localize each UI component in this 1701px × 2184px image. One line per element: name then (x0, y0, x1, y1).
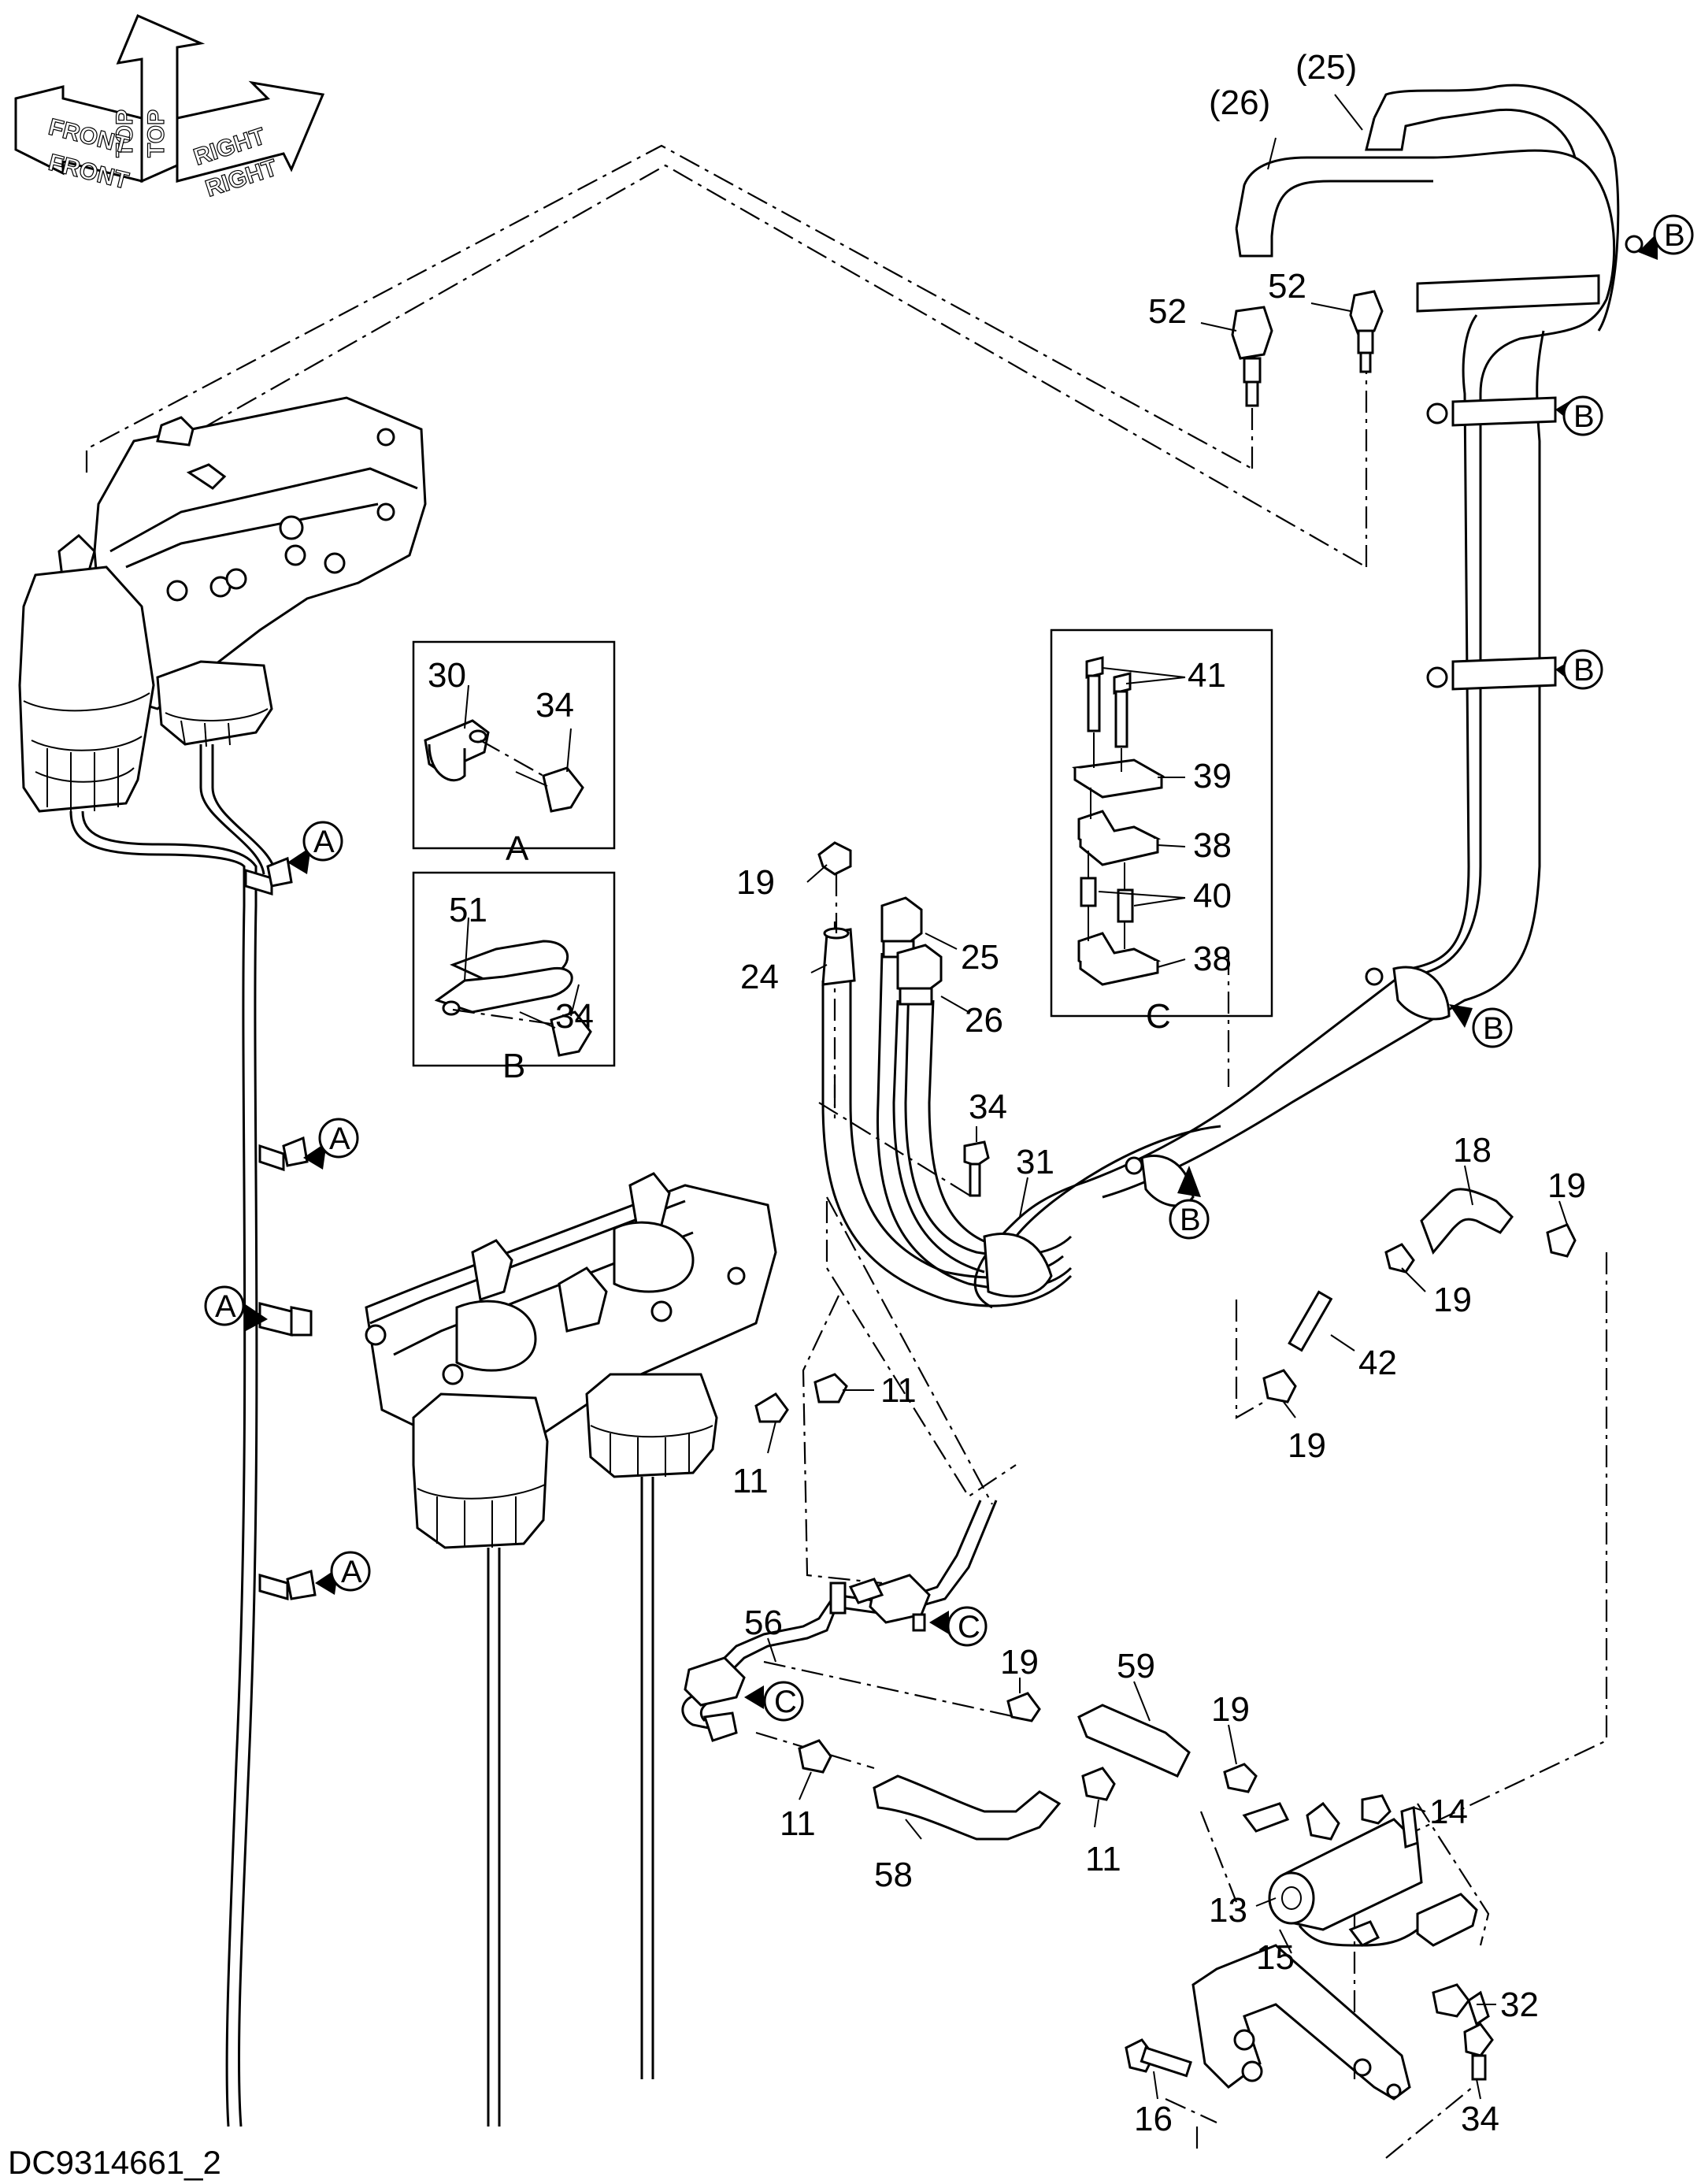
label-24: 24 (740, 958, 779, 996)
label-15: 15 (1256, 1938, 1295, 1977)
label-41: 41 (1188, 656, 1226, 695)
detail-view-c (1050, 629, 1273, 1018)
fuel-filter-bowl-right (156, 660, 273, 747)
callout-a-1-label: A (313, 825, 335, 859)
label-30: 30 (428, 656, 466, 695)
label-19-a: 19 (736, 863, 775, 902)
label-25-ref: (25) (1295, 48, 1357, 87)
label-19-d: 19 (1288, 1426, 1326, 1465)
label-11-a: 11 (880, 1371, 917, 1410)
label-view-b: B (502, 1047, 525, 1085)
label-56: 56 (744, 1604, 783, 1642)
orientation-indicator: TOP TOP FRONT FRONT RIGHT RIGHT (14, 14, 325, 202)
label-31: 31 (1016, 1143, 1054, 1181)
drawing-code: DC9314661_2 (8, 2144, 221, 2181)
label-38-b: 38 (1193, 940, 1232, 978)
callouts: A A A A B B B B B C C (204, 214, 1694, 1722)
label-19-e: 19 (1000, 1643, 1039, 1682)
label-18: 18 (1453, 1131, 1492, 1170)
label-view-a: A (506, 829, 529, 868)
fuel-filter-bowl-lower-left (412, 1392, 549, 1549)
label-11-b: 11 (732, 1462, 769, 1500)
top-label-2: TOP (143, 109, 169, 158)
label-19-b: 19 (1547, 1166, 1586, 1205)
callout-a-3-label: A (215, 1289, 236, 1324)
part-labels: (25) (26) 52 52 30 34 A 51 34 B 41 39 38… (428, 48, 1586, 2138)
callout-b-3 (1562, 649, 1603, 690)
label-11-d: 11 (1085, 1840, 1121, 1878)
label-52-b: 52 (1268, 267, 1306, 306)
label-38-a: 38 (1193, 826, 1232, 865)
callout-b-1 (1653, 214, 1694, 255)
callout-b-3-label: B (1573, 653, 1595, 688)
drain-hose-left (69, 744, 277, 2127)
callout-b-5-label: B (1180, 1203, 1201, 1237)
label-16: 16 (1134, 2100, 1173, 2138)
fuel-filter-head-upper (57, 396, 427, 710)
label-34-c: 34 (969, 1088, 1007, 1126)
callout-b-4 (1472, 1007, 1513, 1048)
label-39: 39 (1193, 757, 1232, 795)
fuel-filter-bowl-lower-right (585, 1373, 718, 1478)
callout-a-2 (318, 1118, 359, 1159)
callout-c-1 (947, 1606, 988, 1647)
short-hoses (873, 1188, 1514, 1841)
label-32: 32 (1500, 1986, 1539, 2024)
label-40: 40 (1193, 877, 1232, 915)
label-42: 42 (1358, 1344, 1397, 1382)
callout-c-1-label: C (958, 1610, 980, 1644)
label-34-a: 34 (536, 686, 574, 725)
callout-b-4-label: B (1483, 1011, 1504, 1046)
fuel-filter-bowl-left (18, 565, 155, 813)
label-14: 14 (1429, 1793, 1468, 1831)
detail-view-b (412, 871, 616, 1067)
label-26: 26 (965, 1001, 1003, 1040)
hose-clamps-11-19 (754, 1223, 1577, 1801)
label-34-b: 34 (555, 997, 594, 1036)
label-view-c: C (1146, 997, 1171, 1036)
label-19-f: 19 (1211, 1690, 1250, 1729)
drain-hoses-lower (487, 1477, 654, 2127)
label-52-a: 52 (1148, 292, 1187, 331)
bracket-15 (1125, 1944, 1494, 2101)
callout-a-2-label: A (329, 1122, 350, 1156)
callout-a-4 (330, 1551, 371, 1592)
fuel-pump-13 (1242, 1794, 1478, 1947)
callout-a-3 (204, 1285, 245, 1326)
label-25: 25 (961, 938, 999, 977)
callout-b-5 (1169, 1199, 1210, 1240)
hose-bundle-right (817, 83, 1644, 1309)
callout-a-4-label: A (341, 1555, 362, 1589)
label-26-ref: (26) (1209, 83, 1270, 122)
label-51: 51 (449, 891, 487, 929)
callout-b-2 (1562, 395, 1603, 436)
callout-c-2 (763, 1681, 804, 1722)
detail-view-a (412, 640, 616, 850)
label-34-d: 34 (1461, 2100, 1499, 2138)
hose-clamps-a (244, 856, 317, 1600)
fuel-pipe-manifold-56 (681, 1500, 998, 1742)
leader-lines (767, 94, 1568, 2100)
top-label: TOP (112, 109, 138, 158)
fittings-52 (1231, 290, 1384, 407)
label-11-c: 11 (780, 1804, 816, 1843)
label-13: 13 (1209, 1891, 1247, 1930)
callout-b-2-label: B (1573, 399, 1595, 434)
label-58: 58 (874, 1856, 913, 1894)
callout-a-1 (302, 821, 343, 862)
label-59: 59 (1117, 1647, 1155, 1685)
label-19-c: 19 (1433, 1281, 1472, 1319)
callout-b-1-label: B (1664, 218, 1685, 253)
callout-c-2-label: C (774, 1685, 797, 1719)
